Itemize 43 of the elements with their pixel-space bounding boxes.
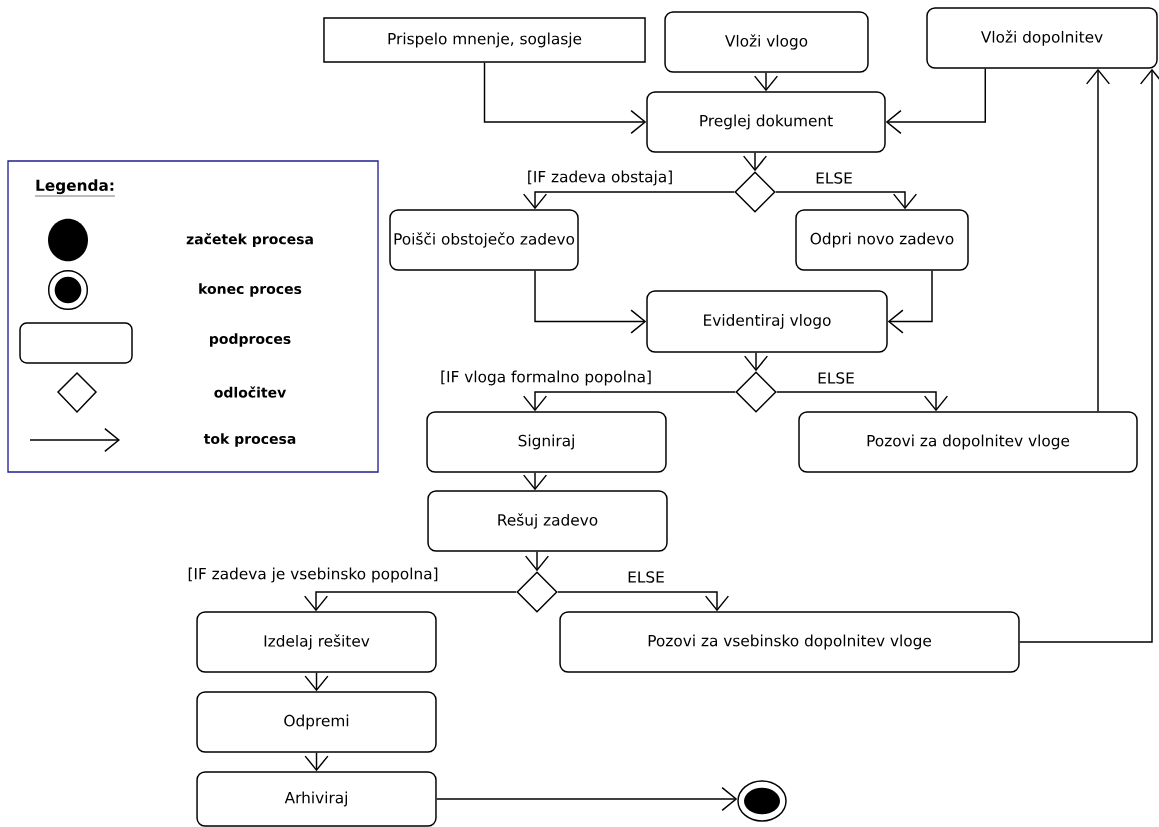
- activity-box: Vloži vlogo: [664, 11, 869, 73]
- legend-title: Legenda:: [34, 179, 116, 197]
- activity-box: Pozovi za dopolnitev vloge: [798, 411, 1138, 473]
- edge-label: ELSE: [813, 170, 855, 186]
- edge-label: ELSE: [625, 569, 667, 585]
- decision-diamond: [735, 371, 777, 413]
- arrow: [1018, 68, 1159, 643]
- arrow: [775, 191, 918, 210]
- arrow: [534, 270, 647, 334]
- arrow: [522, 391, 736, 412]
- source-box: Prispelo mnenje, soglasje: [323, 17, 646, 63]
- legend-text: odločitev: [214, 386, 287, 398]
- activity-box: Odpri novo zadevo: [795, 209, 969, 271]
- activity-box: Signiraj: [426, 411, 667, 473]
- edge-label: ELSE: [815, 370, 857, 386]
- edge-label: [IF zadeva obstaja]: [525, 169, 675, 187]
- arrow: [1085, 68, 1111, 412]
- arrow: [522, 191, 735, 210]
- activity-box: Izdelaj rešitev: [196, 611, 437, 673]
- activity-box: Arhiviraj: [196, 771, 437, 827]
- activity-box: Pozovi za vsebinsko dopolnitev vloge: [559, 611, 1020, 673]
- edge-label: [IF vloga formalno popolna]: [438, 369, 654, 387]
- edge-label: [IF zadeva je vsebinsko popolna]: [186, 566, 440, 584]
- activity-box: Poišči obstoječo zadevo: [389, 209, 579, 271]
- legend-text: tok procesa: [203, 433, 296, 447]
- legend-text: konec proces: [199, 283, 302, 297]
- arrow: [483, 62, 647, 135]
- legend-text: podproces: [210, 333, 291, 347]
- arrow: [776, 391, 949, 412]
- activity-box: Preglej dokument: [646, 91, 886, 153]
- legend-text: začetek procesa: [186, 232, 313, 248]
- arrow: [887, 270, 933, 334]
- activity-box: Vloži dopolnitev: [926, 7, 1158, 69]
- activity-box: Evidentiraj vlogo: [646, 290, 888, 353]
- arrow: [435, 786, 738, 812]
- activity-box: Odpremi: [196, 691, 437, 753]
- end-symbol: [737, 780, 787, 822]
- decision-diamond: [516, 571, 558, 613]
- arrow: [557, 591, 730, 612]
- arrow: [303, 591, 517, 612]
- activity-box: Rešuj zadevo: [427, 490, 668, 552]
- decision-diamond: [734, 171, 776, 213]
- arrow: [885, 68, 986, 135]
